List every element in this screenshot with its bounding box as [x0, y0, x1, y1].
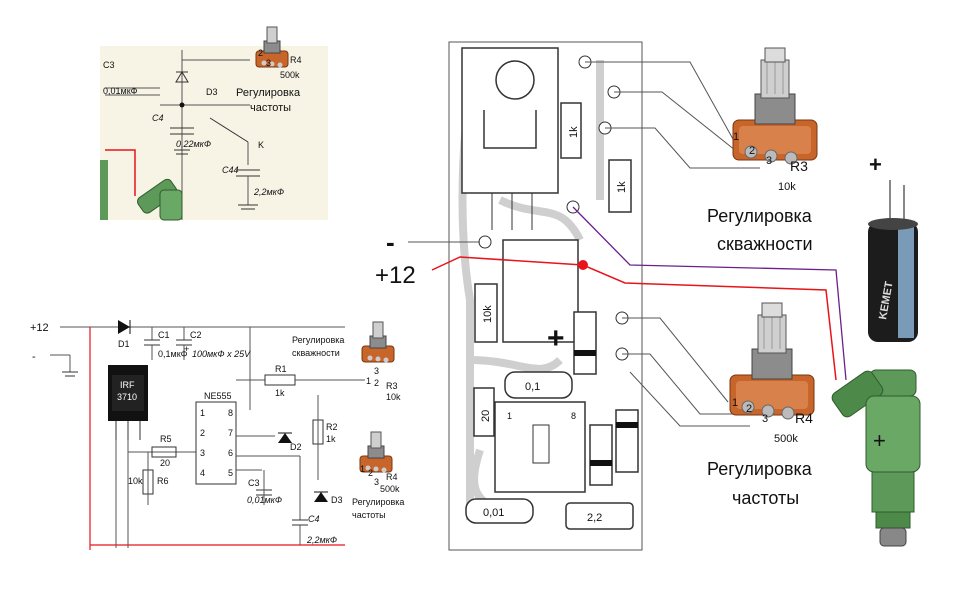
schematic-r4-pin3: 3	[374, 477, 379, 487]
inset-c44-label: C44	[222, 165, 239, 175]
r4-label: R4	[795, 410, 813, 426]
r3-label: R3	[790, 158, 808, 174]
capacitor-plus: +	[869, 152, 882, 177]
schematic-plus12: +12	[30, 322, 49, 334]
pcb-cap-001: 0,01	[483, 507, 504, 519]
r4-pin3: 3	[762, 413, 768, 425]
schematic-c2-plus: +	[184, 344, 189, 354]
freq-label-line2: частоты	[732, 488, 799, 508]
schematic-r4-pin1: 1	[360, 464, 365, 474]
schematic-pin5: 5	[228, 468, 233, 478]
freq-label-line1: Регулировка	[707, 459, 813, 479]
pcb-cap-22: 2,2	[587, 512, 602, 524]
duty-label-line1: Регулировка	[707, 206, 813, 226]
pcb-cap-01: 0,1	[525, 381, 540, 393]
duty-label-line2: скважности	[717, 234, 813, 254]
inset-c3-value: 0,01мкФ	[103, 86, 138, 96]
schematic-pin4: 4	[200, 468, 205, 478]
schematic-c4: C4	[308, 514, 320, 524]
schematic-c4-value: 2,2мкФ	[306, 535, 337, 545]
electrolytic-capacitor-icon: KEMET	[868, 180, 918, 342]
schematic-pin8: 8	[228, 408, 233, 418]
schematic-c1: C1	[158, 330, 170, 340]
schematic-r6: R6	[157, 476, 169, 486]
schematic-r3-pin3: 3	[374, 366, 379, 376]
schematic-r3-pin2: 2	[374, 378, 379, 388]
schematic-c2: C2	[190, 330, 202, 340]
schematic-pin1: 1	[200, 408, 205, 418]
schematic-minus: -	[32, 351, 36, 363]
schematic-duty-label-1: Регулировка	[292, 335, 344, 345]
schematic-r3-pin1: 1	[366, 376, 371, 386]
inset-k-label: K	[258, 140, 264, 150]
pcb-r-1k-a: 1k	[568, 126, 580, 138]
r3-pin1: 1	[733, 131, 739, 143]
schematic-d1: D1	[118, 339, 130, 349]
connection-wires	[408, 61, 847, 427]
pcb-plus12: +12	[375, 262, 416, 289]
schematic-duty-label-2: скважности	[292, 348, 340, 358]
inset-r4-pin3: 3	[266, 58, 271, 68]
schematic-r4-value: 500k	[380, 484, 400, 494]
inset-frequency-label-2: частоты	[250, 102, 291, 114]
schematic-r2-value: 1k	[326, 434, 336, 444]
inset-r4-value: 500k	[280, 70, 300, 80]
schematic-freq-label-2: частоты	[352, 510, 386, 520]
schematic-d2: D2	[290, 442, 302, 452]
inset-r4-pin2: 2	[258, 48, 263, 58]
pcb-minus: -	[386, 227, 395, 257]
schematic-r2: R2	[326, 422, 338, 432]
pcb-ic-pin8: 8	[571, 411, 576, 421]
r4-value: 500k	[774, 433, 798, 445]
inset-d3-label: D3	[206, 87, 218, 97]
pcb-r-20: 20	[480, 410, 492, 422]
schematic-irf-model: 3710	[117, 392, 137, 402]
schematic-freq-label-1: Регулировка	[352, 497, 404, 507]
full-schematic: +12 - D1 C1 0,1мкФ C2 + 100мкФ x 25V IRF…	[30, 320, 404, 550]
schematic-pin3: 3	[200, 448, 205, 458]
schematic-d3: D3	[331, 495, 343, 505]
pcb-ic-pin1: 1	[507, 411, 512, 421]
schematic-r5-value: 20	[160, 458, 170, 468]
r3-value: 10k	[778, 181, 796, 193]
schematic-irf: IRF	[120, 380, 135, 390]
pcb-plus-mark: +	[547, 322, 565, 355]
schematic-pin7: 7	[228, 428, 233, 438]
schematic-pin2: 2	[200, 428, 205, 438]
injector-plus: +	[873, 428, 886, 453]
schematic-r4: R4	[386, 472, 398, 482]
schematic-pin6: 6	[228, 448, 233, 458]
pcb-r-10k: 10k	[482, 305, 494, 323]
pcb-layout: - +12 1k 1k 10k 20 + 0,1 0,01 2,2 1 8	[375, 41, 643, 551]
r3-pin2: 2	[749, 145, 755, 157]
schematic-ne555: NE555	[204, 391, 232, 401]
schematic-c3: C3	[248, 478, 260, 488]
schematic-c3-value: 0,01мкФ	[247, 495, 282, 505]
r3-pin3: 3	[766, 155, 772, 167]
schematic-r5: R5	[160, 434, 172, 444]
schematic-r1-value: 1k	[275, 388, 285, 398]
inset-c44-value: 2,2мкФ	[253, 187, 284, 197]
schematic-r4-pin2: 2	[368, 468, 373, 478]
schematic-r3: R3	[386, 381, 398, 391]
schematic-r3-value: 10k	[386, 392, 401, 402]
potentiometer-r4-icon	[729, 302, 815, 420]
schematic-r1: R1	[275, 364, 287, 374]
schematic-r6-value: 10k	[128, 476, 143, 486]
inset-schematic-top: C3 0,01мкФ D3 R4 500k 2 3 Регулировка ча…	[100, 26, 328, 221]
fuel-injector-icon	[831, 369, 921, 547]
pcb-r-1k-b: 1k	[616, 181, 628, 193]
inset-c4-value: 0,22мкФ	[176, 139, 211, 149]
inset-c3-label: C3	[103, 60, 115, 70]
r4-pin2: 2	[746, 403, 752, 415]
schematic-c2-value: 100мкФ x 25V	[192, 349, 251, 359]
potentiometer-r3-icon	[732, 47, 818, 165]
inset-c4-label: C4	[152, 113, 164, 123]
schematic-c1-value: 0,1мкФ	[158, 349, 188, 359]
r4-pin1: 1	[732, 397, 738, 409]
inset-r4-label: R4	[290, 55, 302, 65]
inset-frequency-label-1: Регулировка	[236, 87, 301, 99]
